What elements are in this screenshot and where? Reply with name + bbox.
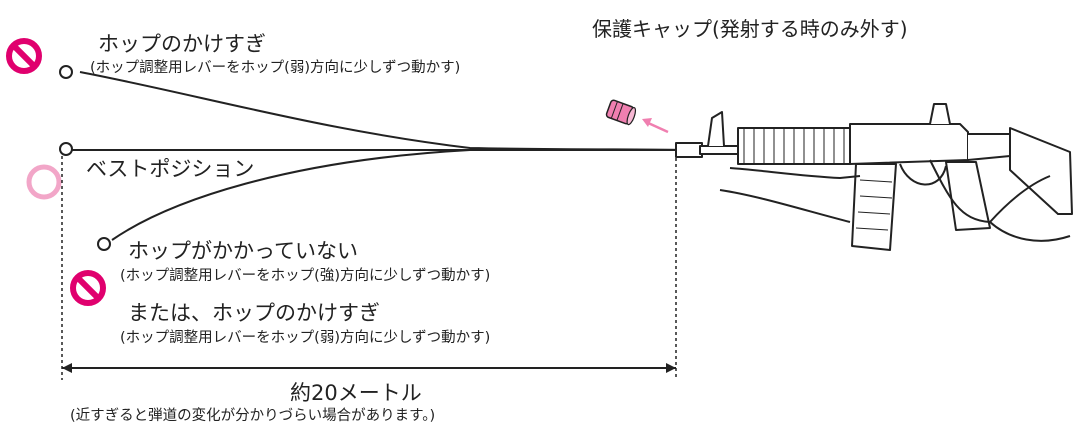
trajectory-lines (70, 71, 691, 241)
alt-too-much-hop-title: または、ホップのかけすぎ (128, 301, 380, 325)
best-target-point (59, 142, 73, 156)
too-much-hop-note: (ホップ調整用レバーをホップ(弱)方向に少しずつ動かす) (90, 60, 461, 76)
best-position-label: ベストポジション (86, 157, 255, 181)
cap-icon (605, 99, 637, 126)
arrow-icon (642, 118, 669, 134)
prohibited-icon (6, 38, 42, 74)
distance-label: 約20メートル (290, 381, 422, 405)
low-trajectory-line (111, 149, 471, 241)
no-hop-note: (ホップ調整用レバーをホップ(強)方向に少しずつ動かす) (120, 268, 491, 284)
rifle-icon (675, 103, 1073, 251)
distance-arrow (62, 363, 676, 373)
too-much-hop-title: ホップのかけすぎ (98, 32, 266, 56)
distance-note: (近すぎると弾道の変化が分かりづらい場合があります。) (70, 408, 436, 424)
ok-circle-icon (26, 164, 62, 200)
prohibited-icon (70, 270, 106, 306)
low-target-point (97, 237, 111, 251)
alt-too-much-hop-note: (ホップ調整用レバーをホップ(弱)方向に少しずつ動かす) (120, 330, 491, 346)
high-trajectory-line (79, 71, 691, 151)
high-target-point (59, 65, 73, 79)
no-hop-title: ホップがかかっていない (128, 239, 358, 263)
protective-cap-label: 保護キャップ(発射する時のみ外す) (592, 17, 908, 41)
